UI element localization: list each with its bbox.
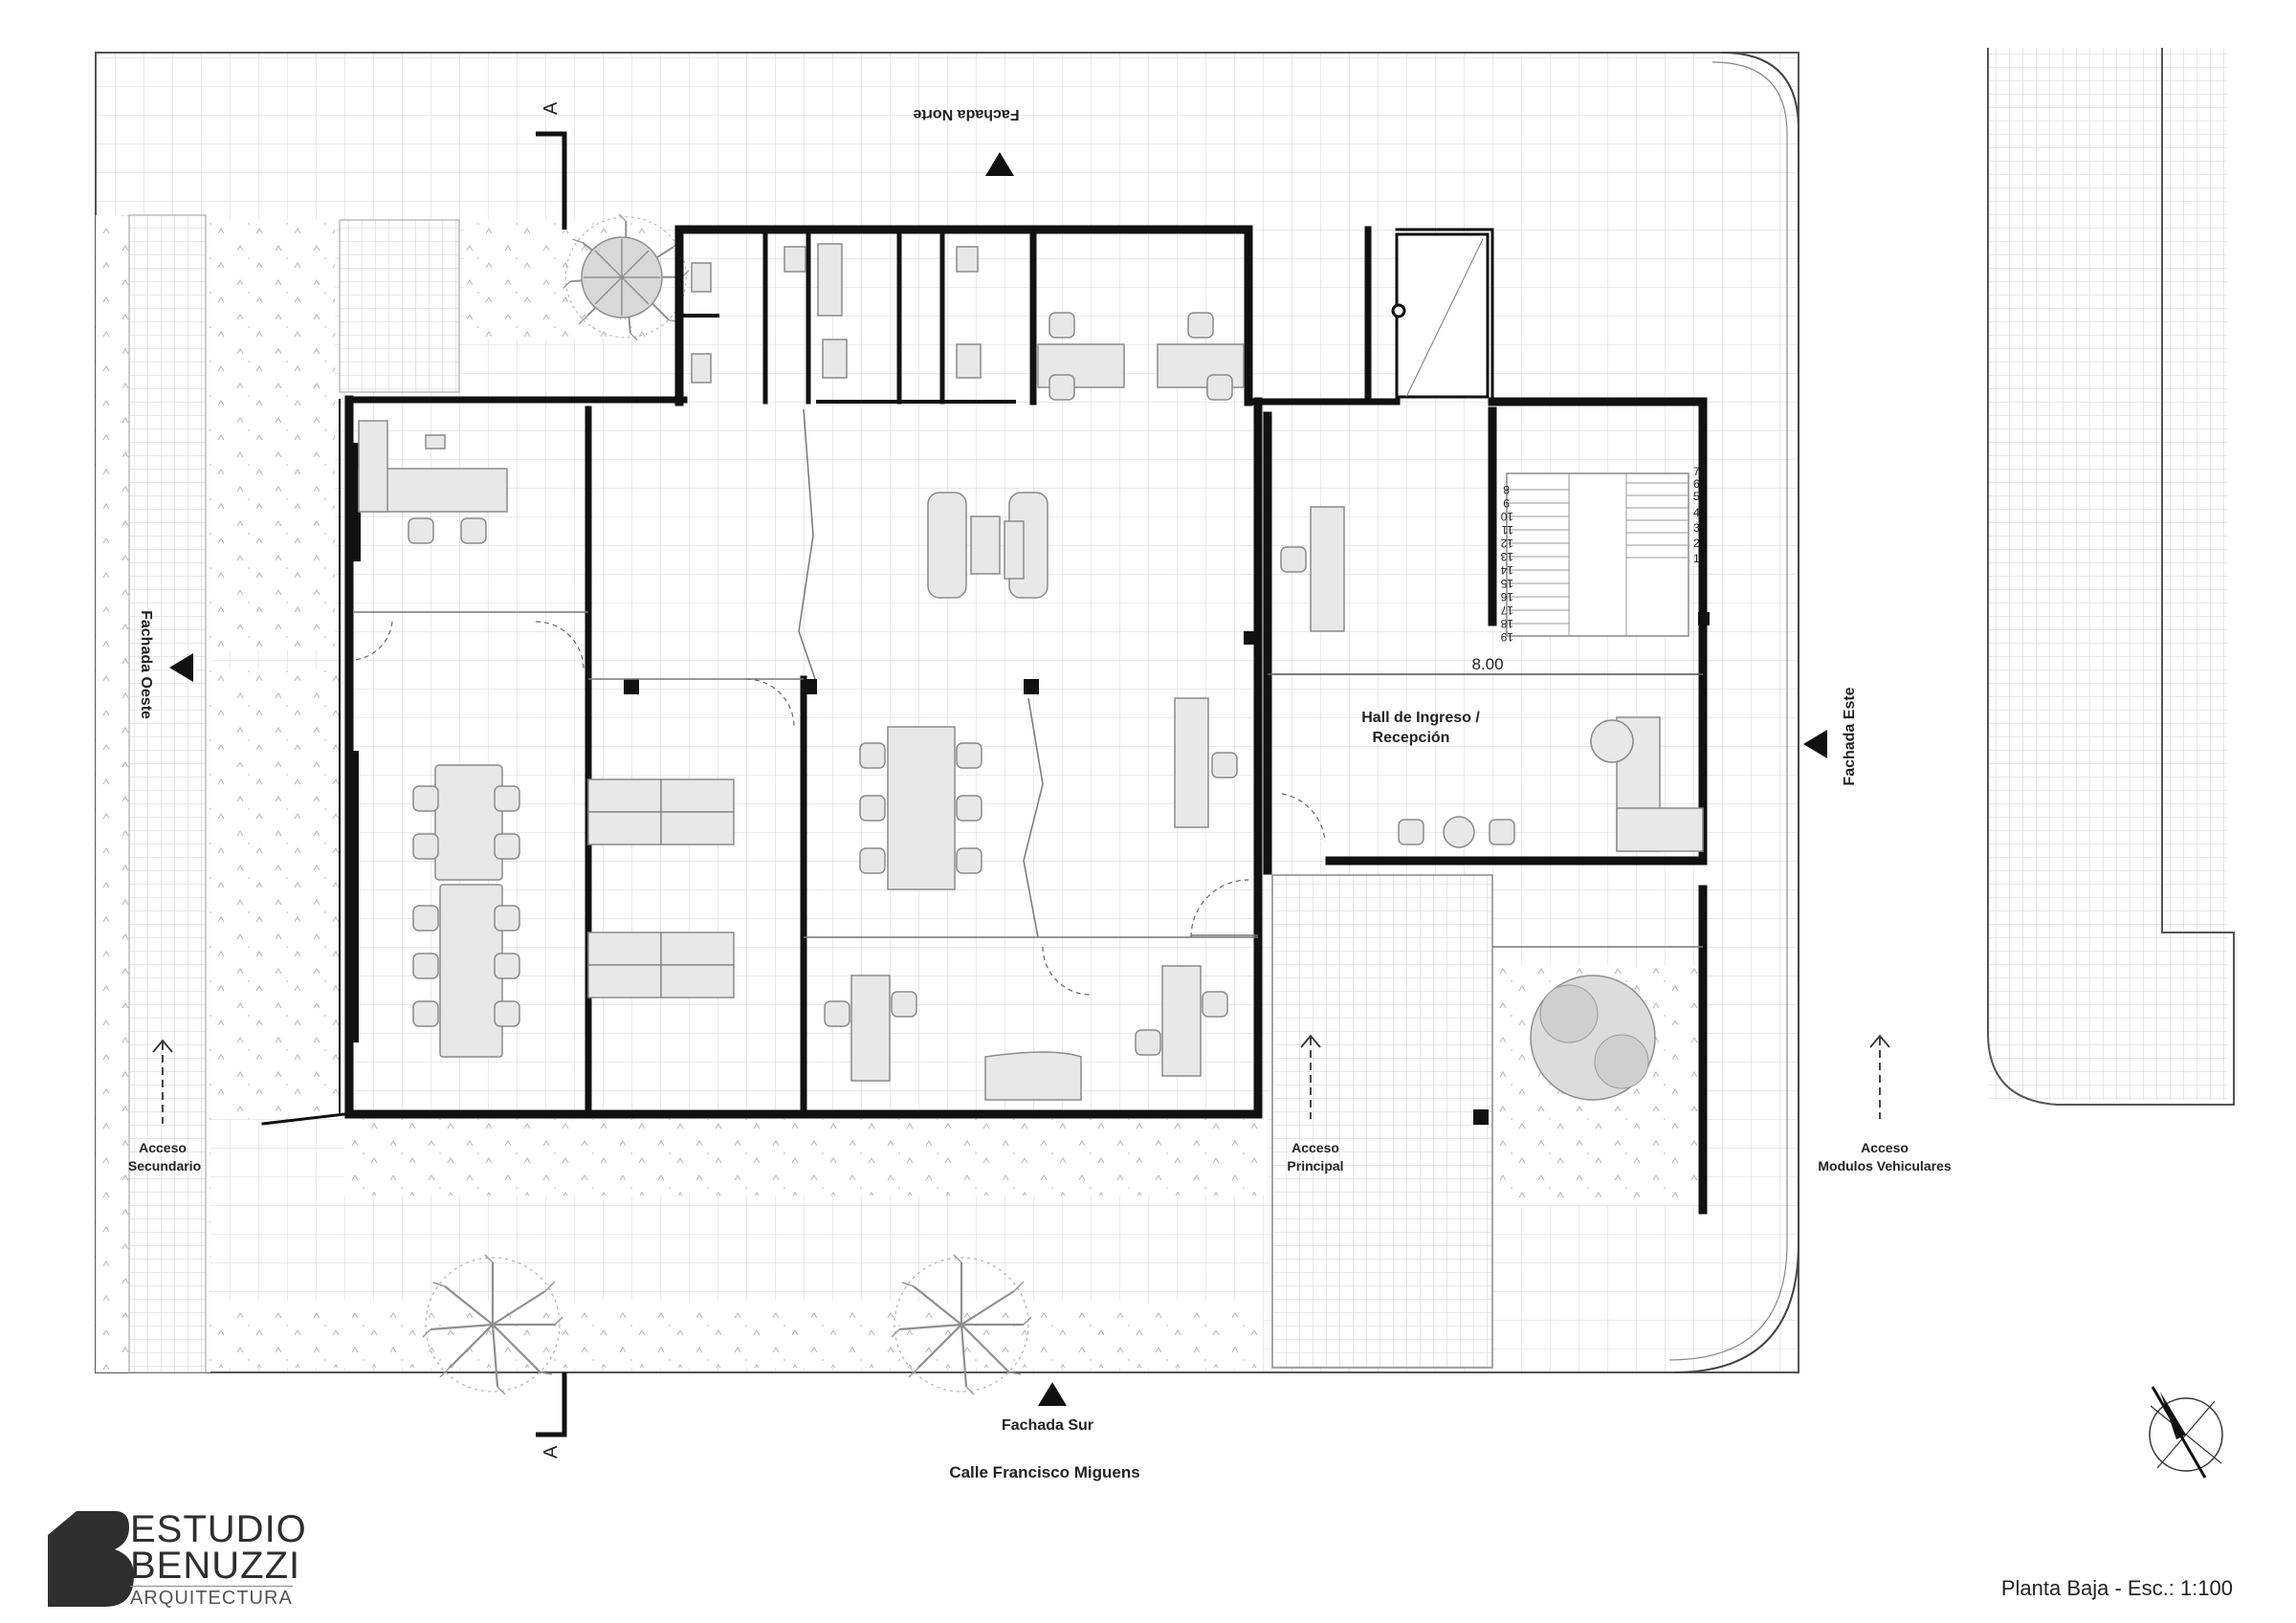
- access-secondary-line2: Secundario: [128, 1158, 201, 1173]
- access-secondary-line1: Acceso: [139, 1140, 187, 1155]
- facade-south: Fachada Sur: [1002, 1382, 1093, 1434]
- walls: [261, 225, 1708, 1215]
- stair-number: 6: [1693, 477, 1700, 491]
- stair-number: 9: [1503, 496, 1510, 510]
- furniture: [358, 243, 1704, 1101]
- drawing-title: Planta Baja - Esc.: 1:100: [2000, 1576, 2233, 1600]
- access-vehicle-line2: Modulos Vehiculares: [1818, 1158, 1951, 1173]
- section-marker-bottom: A: [536, 1372, 567, 1459]
- street-name: Calle Francisco Miguens: [949, 1463, 1139, 1481]
- stair-number: 14: [1500, 563, 1513, 577]
- brand-line1: ESTUDIO: [130, 1508, 307, 1550]
- studio-logo-icon: [48, 1511, 134, 1607]
- elevator-shaft: [1391, 232, 1490, 399]
- stairs: 7 6 5 4 3 2 1 8 9 10 11 12 13 14 15 16 1…: [1500, 465, 1700, 644]
- stair-number: 18: [1500, 617, 1513, 630]
- section-letter: A: [541, 1445, 562, 1459]
- stair-number: 7: [1693, 465, 1700, 478]
- stair-number: 12: [1500, 537, 1513, 550]
- stair-number: 4: [1693, 506, 1700, 519]
- brand-line3: ARQUITECTURA: [130, 1586, 293, 1609]
- facade-north: Fachada Norte: [913, 106, 1020, 176]
- facade-east-label: Fachada Este: [1842, 687, 1858, 785]
- stair-number: 10: [1500, 510, 1513, 523]
- brand-line2: BENUZZI: [130, 1545, 301, 1587]
- facade-north-label: Fachada Norte: [913, 106, 1019, 122]
- facade-south-label: Fachada Sur: [1002, 1417, 1093, 1434]
- doors: [353, 621, 1326, 996]
- stair-number: 3: [1693, 521, 1700, 535]
- studio-brand: ESTUDIO BENUZZI ARQUITECTURA: [130, 1508, 307, 1610]
- facade-west: Fachada Oeste: [138, 610, 193, 719]
- dimension-label: 8.00: [1471, 655, 1503, 673]
- east-parking-strip: [1987, 48, 2235, 1106]
- access-main-line1: Acceso: [1292, 1140, 1339, 1155]
- stair-number: 19: [1500, 630, 1513, 644]
- facade-west-label: Fachada Oeste: [138, 610, 154, 719]
- stair-number: 5: [1693, 490, 1700, 503]
- stair-number: 1: [1693, 552, 1700, 565]
- tree-north: [581, 236, 663, 318]
- dimension-line: 8.00: [1268, 655, 1703, 675]
- facade-east: Fachada Este: [1803, 687, 1858, 786]
- main-access-path: [1271, 874, 1493, 1369]
- stair-number: 15: [1500, 577, 1513, 590]
- stair-number: 17: [1500, 603, 1513, 617]
- access-main-line2: Principal: [1287, 1158, 1343, 1173]
- stair-number: 11: [1501, 523, 1513, 537]
- stair-number: 13: [1500, 550, 1513, 563]
- section-marker-top: A: [536, 101, 567, 230]
- tree-east: [1530, 975, 1656, 1101]
- stair-number: 8: [1503, 483, 1510, 496]
- south-garden: [210, 1301, 1263, 1368]
- hall-label-line2: Recepción: [1373, 730, 1450, 746]
- north-arrow-icon: [2149, 1386, 2223, 1479]
- access-vehicle-line1: Acceso: [1861, 1140, 1909, 1155]
- section-letter: A: [541, 101, 562, 115]
- columns: [624, 612, 1710, 1125]
- hall-label-line1: Hall de Ingreso /: [1361, 710, 1480, 726]
- stair-number: 2: [1693, 537, 1700, 550]
- access-arrows: [152, 1034, 1890, 1124]
- stair-number: 16: [1500, 590, 1513, 603]
